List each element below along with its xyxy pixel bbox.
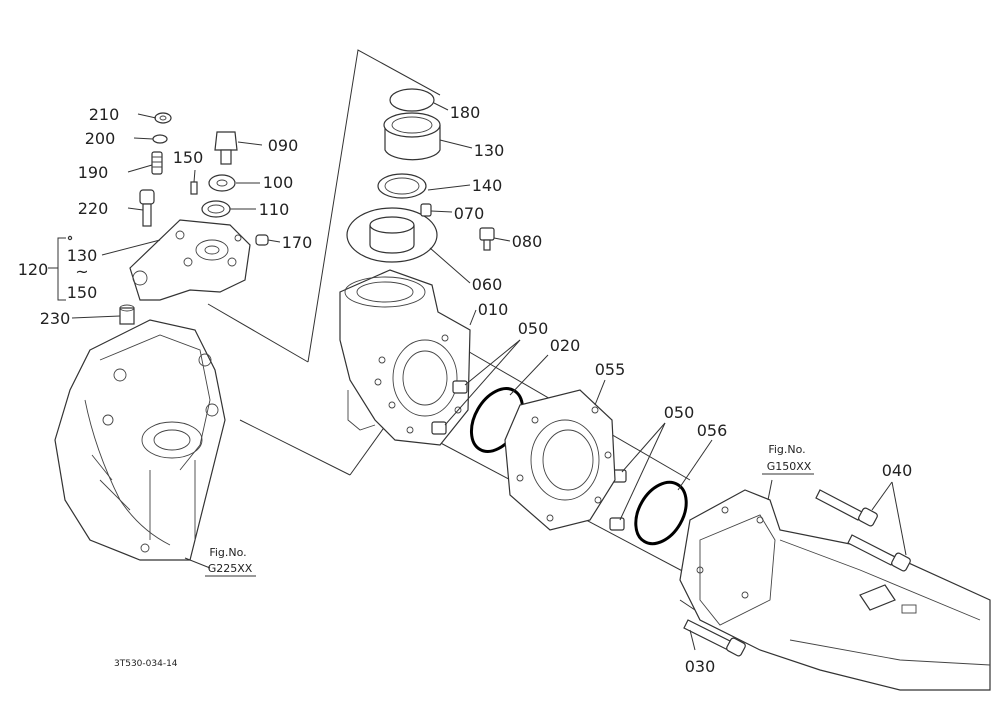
figure-references: Fig.No. G225XX Fig.No. G150XX [205,443,814,577]
part-label-130-group: 130 [67,246,98,265]
group-range-tilde: ~ [75,262,88,281]
flange [504,389,616,531]
upper-stack [346,88,495,263]
label-leaders [71,102,907,651]
left-small-parts [119,112,269,325]
part-label-040: 040 [882,461,913,480]
fig-ref-right-line1: Fig.No. [768,443,805,456]
group-marker-dot [67,235,73,241]
part-label-080: 080 [512,232,543,251]
part-label-220: 220 [78,199,109,218]
part-label-120: 120 [18,260,49,279]
fig-ref-left-line2: G225XX [208,562,253,575]
fig-ref-right-line2: G150XX [767,460,812,473]
left-housing [54,319,226,561]
part-label-190: 190 [78,163,109,182]
part-label-150-top: 150 [173,148,204,167]
bushings [431,380,627,531]
group-bracket-120 [48,237,66,301]
part-label-110: 110 [259,200,290,219]
part-label-060: 060 [472,275,503,294]
part-label-170: 170 [282,233,313,252]
part-label-100: 100 [263,173,294,192]
part-label-090: 090 [268,136,299,155]
part-label-180: 180 [450,103,481,122]
part-label-200: 200 [85,129,116,148]
part-label-230: 230 [40,309,71,328]
part-label-210: 210 [89,105,120,124]
right-axle-housing [679,489,991,691]
drawing-code: 3T530-034-14 [114,659,178,669]
part-label-070: 070 [454,204,485,223]
part-label-030: 030 [685,657,716,676]
part-labels: 210 200 190 150 220 130 ~ 150 120 230 09… [18,103,913,676]
part-label-056: 056 [697,421,728,440]
part-label-055: 055 [595,360,626,379]
bolts [683,489,911,657]
center-housing [339,269,471,446]
fig-ref-left-line1: Fig.No. [209,546,246,559]
part-label-140: 140 [472,176,503,195]
part-label-020: 020 [550,336,581,355]
knuckle-arm [129,219,251,301]
part-label-130: 130 [474,141,505,160]
part-label-050-right: 050 [664,403,695,422]
part-label-150-group: 150 [67,283,98,302]
part-label-050-left: 050 [518,319,549,338]
part-label-010: 010 [478,300,509,319]
